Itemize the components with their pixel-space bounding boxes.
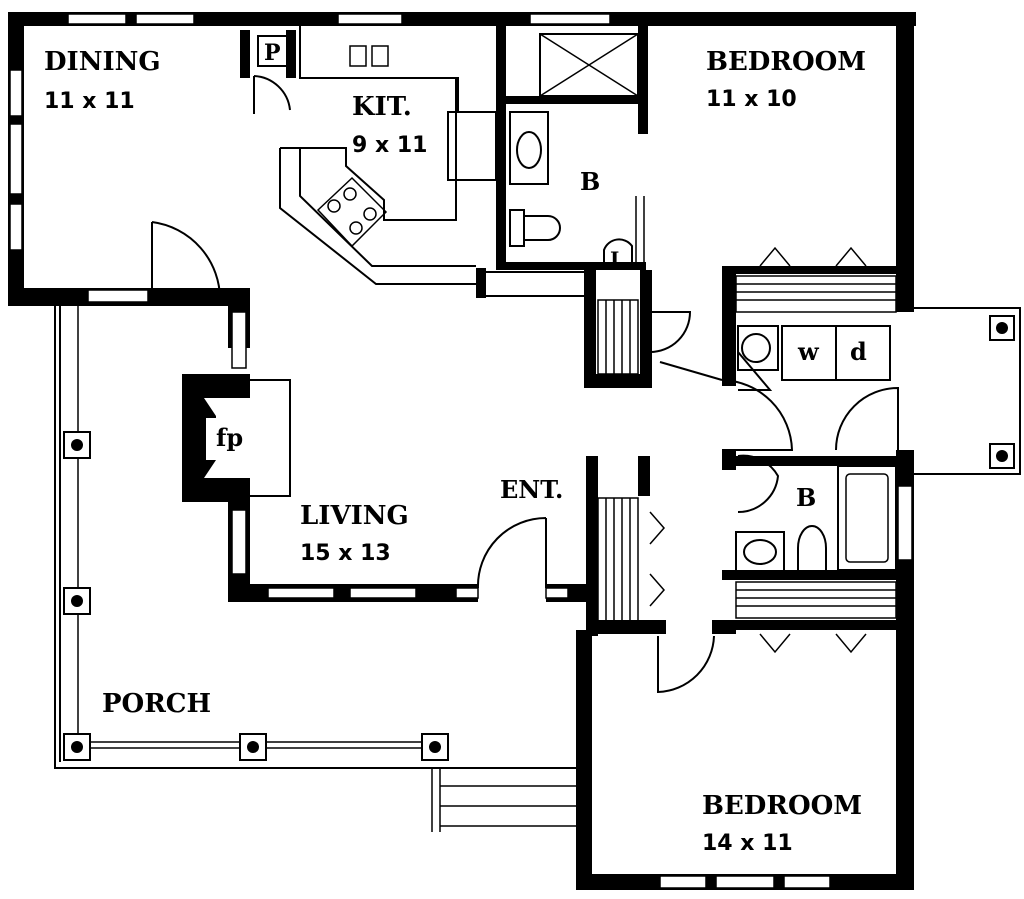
- living-label: LIVING: [300, 501, 409, 531]
- dryer-label: d: [850, 337, 867, 366]
- bath1-fixtures: [509, 33, 639, 264]
- pantry-label: P: [264, 40, 281, 66]
- bath2-fixtures: [735, 465, 897, 575]
- porch-label: PORCH: [102, 689, 211, 719]
- kitchen-fixtures: [240, 26, 497, 285]
- porch-post: [239, 733, 267, 761]
- fireplace-icon: [182, 374, 291, 502]
- entry-label: ENT.: [500, 475, 563, 504]
- bedroom1-size: 11 x 10: [706, 87, 797, 112]
- sink-icon: [509, 111, 549, 185]
- living-size: 15 x 13: [300, 541, 391, 566]
- porch-post: [421, 733, 449, 761]
- bedroom2-size: 14 x 11: [702, 831, 793, 856]
- sink-icon: [737, 325, 779, 371]
- fireplace-label: fp: [216, 423, 243, 452]
- laundry-chute-label: L: [610, 247, 624, 271]
- interior-walls: [476, 22, 898, 636]
- closet-shelving: [597, 246, 897, 654]
- bedroom1-label: BEDROOM: [706, 47, 866, 77]
- dining-size: 11 x 11: [44, 89, 135, 114]
- washer-label: w: [797, 337, 820, 366]
- sink-icon: [349, 45, 389, 67]
- bath1-label: B: [580, 167, 600, 196]
- side-deck: [912, 307, 1021, 475]
- bathtub-icon: [837, 465, 897, 571]
- laundry-fixtures: [737, 325, 891, 381]
- porch-steps: [431, 768, 578, 832]
- dining-label: DINING: [44, 47, 161, 77]
- shower-icon: [539, 33, 639, 97]
- laundry-chute-box: [603, 238, 633, 264]
- doors: [151, 75, 899, 694]
- porch-structure: [54, 300, 581, 832]
- cooktop-icon: [316, 176, 388, 248]
- toilet-icon: [509, 209, 561, 247]
- bedroom2-label: BEDROOM: [702, 791, 862, 821]
- kitchen-label: KIT.: [352, 92, 412, 122]
- toilet-icon: [797, 525, 827, 575]
- porch-post: [63, 431, 91, 459]
- sink-icon: [735, 531, 785, 573]
- porch-post: [63, 733, 91, 761]
- windows: [9, 13, 913, 889]
- room-labels: DINING 11 x 11 KIT. 9 x 11 P BEDROOM 11 …: [44, 40, 867, 856]
- porch-post: [63, 587, 91, 615]
- kitchen-size: 9 x 11: [352, 133, 427, 158]
- bath2-label: B: [796, 483, 816, 512]
